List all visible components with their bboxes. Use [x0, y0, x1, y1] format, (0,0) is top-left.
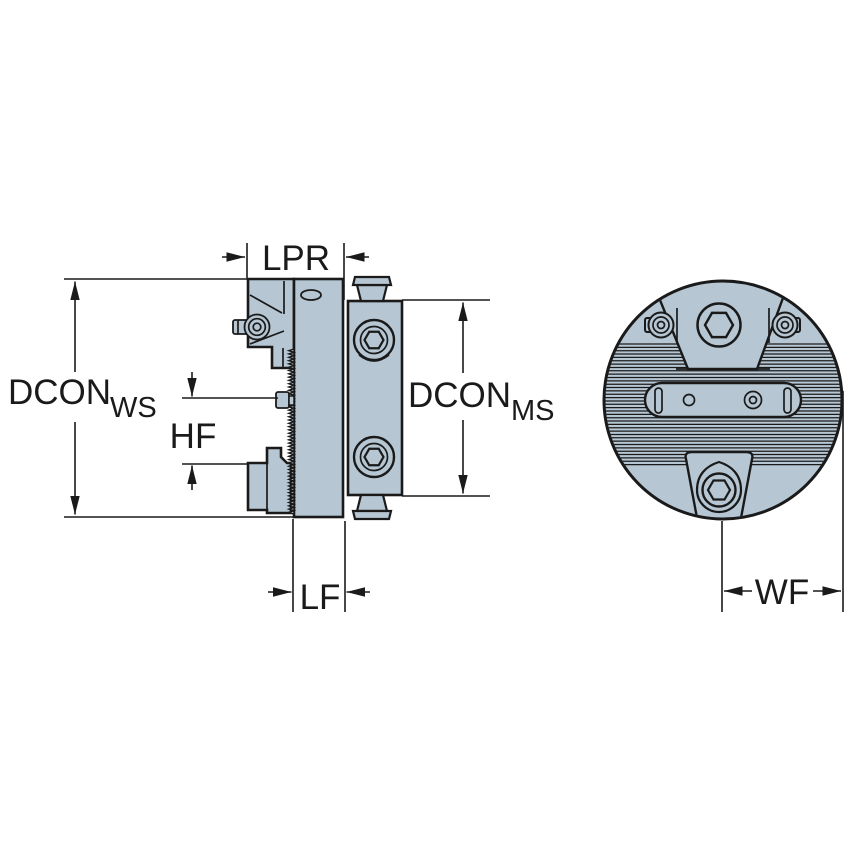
detail-line — [249, 330, 285, 345]
pin-core — [780, 320, 790, 330]
label-dcon-ws: DCON — [8, 373, 111, 412]
clamp-screw-boss — [232, 313, 271, 341]
lug-screw — [701, 472, 737, 508]
hex-socket — [703, 311, 735, 339]
label-hf: HF — [170, 417, 217, 456]
dimension-dcon-ms: DCON MS — [402, 299, 555, 497]
dimension-lf: LF — [268, 519, 370, 617]
slot-ring-outer — [743, 390, 763, 410]
label-dcon-ms-sub: MS — [511, 395, 555, 427]
hex-socket — [363, 330, 385, 350]
serration-edge — [286, 348, 297, 515]
stud-cap — [351, 509, 393, 521]
socket-screw-top — [352, 318, 396, 362]
stud-neck — [355, 493, 389, 513]
hf-pin-body — [275, 391, 290, 409]
screw-inner — [359, 325, 389, 355]
pin-mid — [652, 316, 670, 334]
slot-end-left — [654, 387, 663, 414]
label-lpr: LPR — [262, 239, 330, 278]
center-slot — [643, 381, 803, 419]
pin-mid — [776, 316, 794, 334]
stud-cap — [351, 275, 393, 287]
hex-socket — [706, 479, 732, 501]
adapter-plate — [292, 277, 345, 519]
bottom-clamp-lug — [684, 450, 754, 518]
side-pin-left — [644, 308, 678, 343]
boss-circle-core — [252, 322, 262, 332]
drive-stud-bottom — [351, 493, 393, 521]
clamp-block-bottom — [246, 446, 293, 515]
dimensions: LPR DCON WS HF DCON MS — [8, 239, 844, 617]
slot-hole — [682, 393, 696, 407]
lug-outline — [684, 450, 754, 518]
label-dcon-ms: DCON — [408, 376, 511, 415]
boss-circle-mid — [247, 317, 267, 337]
center-screw-outer — [696, 302, 742, 348]
drive-stud-top — [351, 275, 393, 303]
hex-socket — [363, 447, 385, 467]
label-wf: WF — [755, 573, 809, 612]
front-view — [602, 279, 844, 521]
pin-core — [656, 320, 666, 330]
slot-ring-inner — [748, 395, 758, 405]
detail-line — [249, 294, 283, 314]
counterbore-arc — [358, 354, 390, 362]
slot-end-right — [783, 387, 792, 414]
dimension-lpr: LPR — [222, 239, 369, 300]
body-circle-outline — [602, 279, 844, 521]
dimension-hf: HF — [170, 372, 278, 490]
front-view-features — [605, 282, 841, 518]
label-lf: LF — [300, 578, 341, 617]
dimension-dcon-ws: DCON WS — [8, 278, 295, 518]
side-pin-right — [768, 308, 801, 343]
slot-body — [643, 381, 803, 419]
screw-inner — [359, 442, 389, 472]
hf-pin — [275, 391, 295, 409]
label-dcon-ws-sub: WS — [110, 392, 157, 424]
dimension-wf: WF — [721, 391, 844, 612]
plate-oval-hole — [300, 289, 322, 301]
hf-pin-nub — [288, 395, 295, 406]
clamp-block-detail-lines — [249, 281, 285, 368]
stud-neck — [355, 283, 389, 303]
socket-screw-bottom — [352, 435, 396, 479]
side-view — [232, 275, 404, 521]
